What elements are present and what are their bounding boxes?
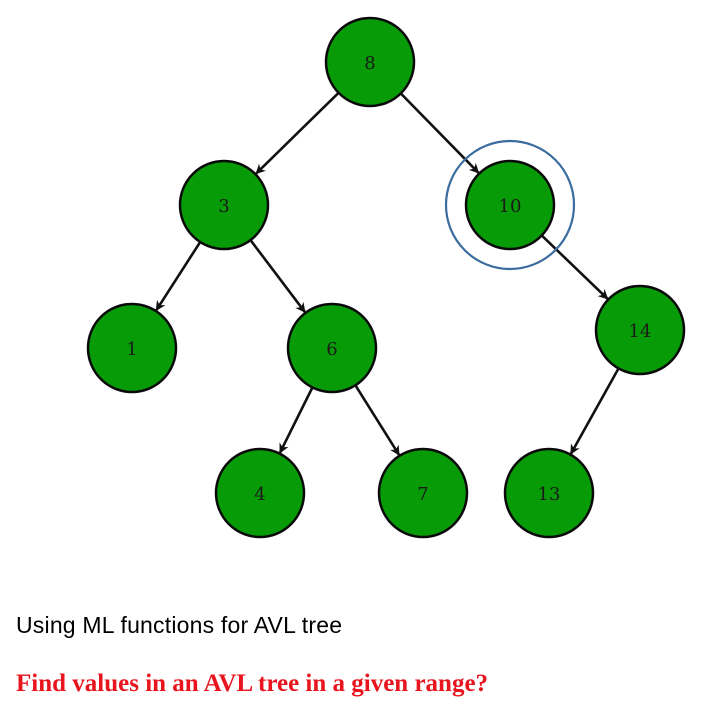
node-label-4: 4 xyxy=(254,484,265,505)
node-circle-6 xyxy=(286,302,378,394)
node-label-7: 7 xyxy=(417,484,428,505)
tree-node-10: 10 xyxy=(464,159,556,251)
node-circle-1 xyxy=(86,302,178,394)
edge-8-to-3 xyxy=(255,90,341,175)
node-circle-14 xyxy=(594,284,686,376)
avl-tree-diagram: 8 3 10 1 6 14 4 7 13 xyxy=(86,16,686,539)
node-circle-4 xyxy=(214,447,306,539)
tree-node-1: 1 xyxy=(86,302,178,394)
edge-14-to-13 xyxy=(569,366,621,455)
node-label-6: 6 xyxy=(326,339,337,360)
node-label-8: 8 xyxy=(364,53,375,74)
edge-6-to-7 xyxy=(353,382,401,456)
node-label-3: 3 xyxy=(218,196,229,217)
tree-node-6: 6 xyxy=(286,302,378,394)
tree-node-14: 14 xyxy=(594,284,686,376)
tree-node-4: 4 xyxy=(214,447,306,539)
tree-node-3: 3 xyxy=(178,159,270,251)
tree-node-13: 13 xyxy=(503,447,595,539)
node-circle-13 xyxy=(503,447,595,539)
edge-3-to-1 xyxy=(155,239,203,311)
edge-6-to-4 xyxy=(278,385,315,454)
node-circle-3 xyxy=(178,159,270,251)
tree-nodes: 8 3 10 1 6 14 4 7 13 xyxy=(86,16,686,539)
edge-10-to-14 xyxy=(539,233,609,300)
tree-edges xyxy=(155,90,621,456)
node-circle-7 xyxy=(377,447,469,539)
caption-title: Using ML functions for AVL tree xyxy=(16,612,343,638)
edge-8-to-10 xyxy=(398,91,480,174)
node-circle-10 xyxy=(464,159,556,251)
tree-node-8: 8 xyxy=(324,16,416,108)
tree-node-7: 7 xyxy=(377,447,469,539)
node-label-10: 10 xyxy=(499,196,522,217)
node-label-1: 1 xyxy=(126,339,137,360)
node-label-13: 13 xyxy=(538,484,561,505)
highlight-layer xyxy=(444,139,576,271)
edge-3-to-6 xyxy=(248,237,306,313)
question-text: Find values in an AVL tree in a given ra… xyxy=(16,670,489,697)
node-circle-8 xyxy=(324,16,416,108)
node-label-14: 14 xyxy=(629,321,652,342)
highlight-ring xyxy=(444,139,576,271)
